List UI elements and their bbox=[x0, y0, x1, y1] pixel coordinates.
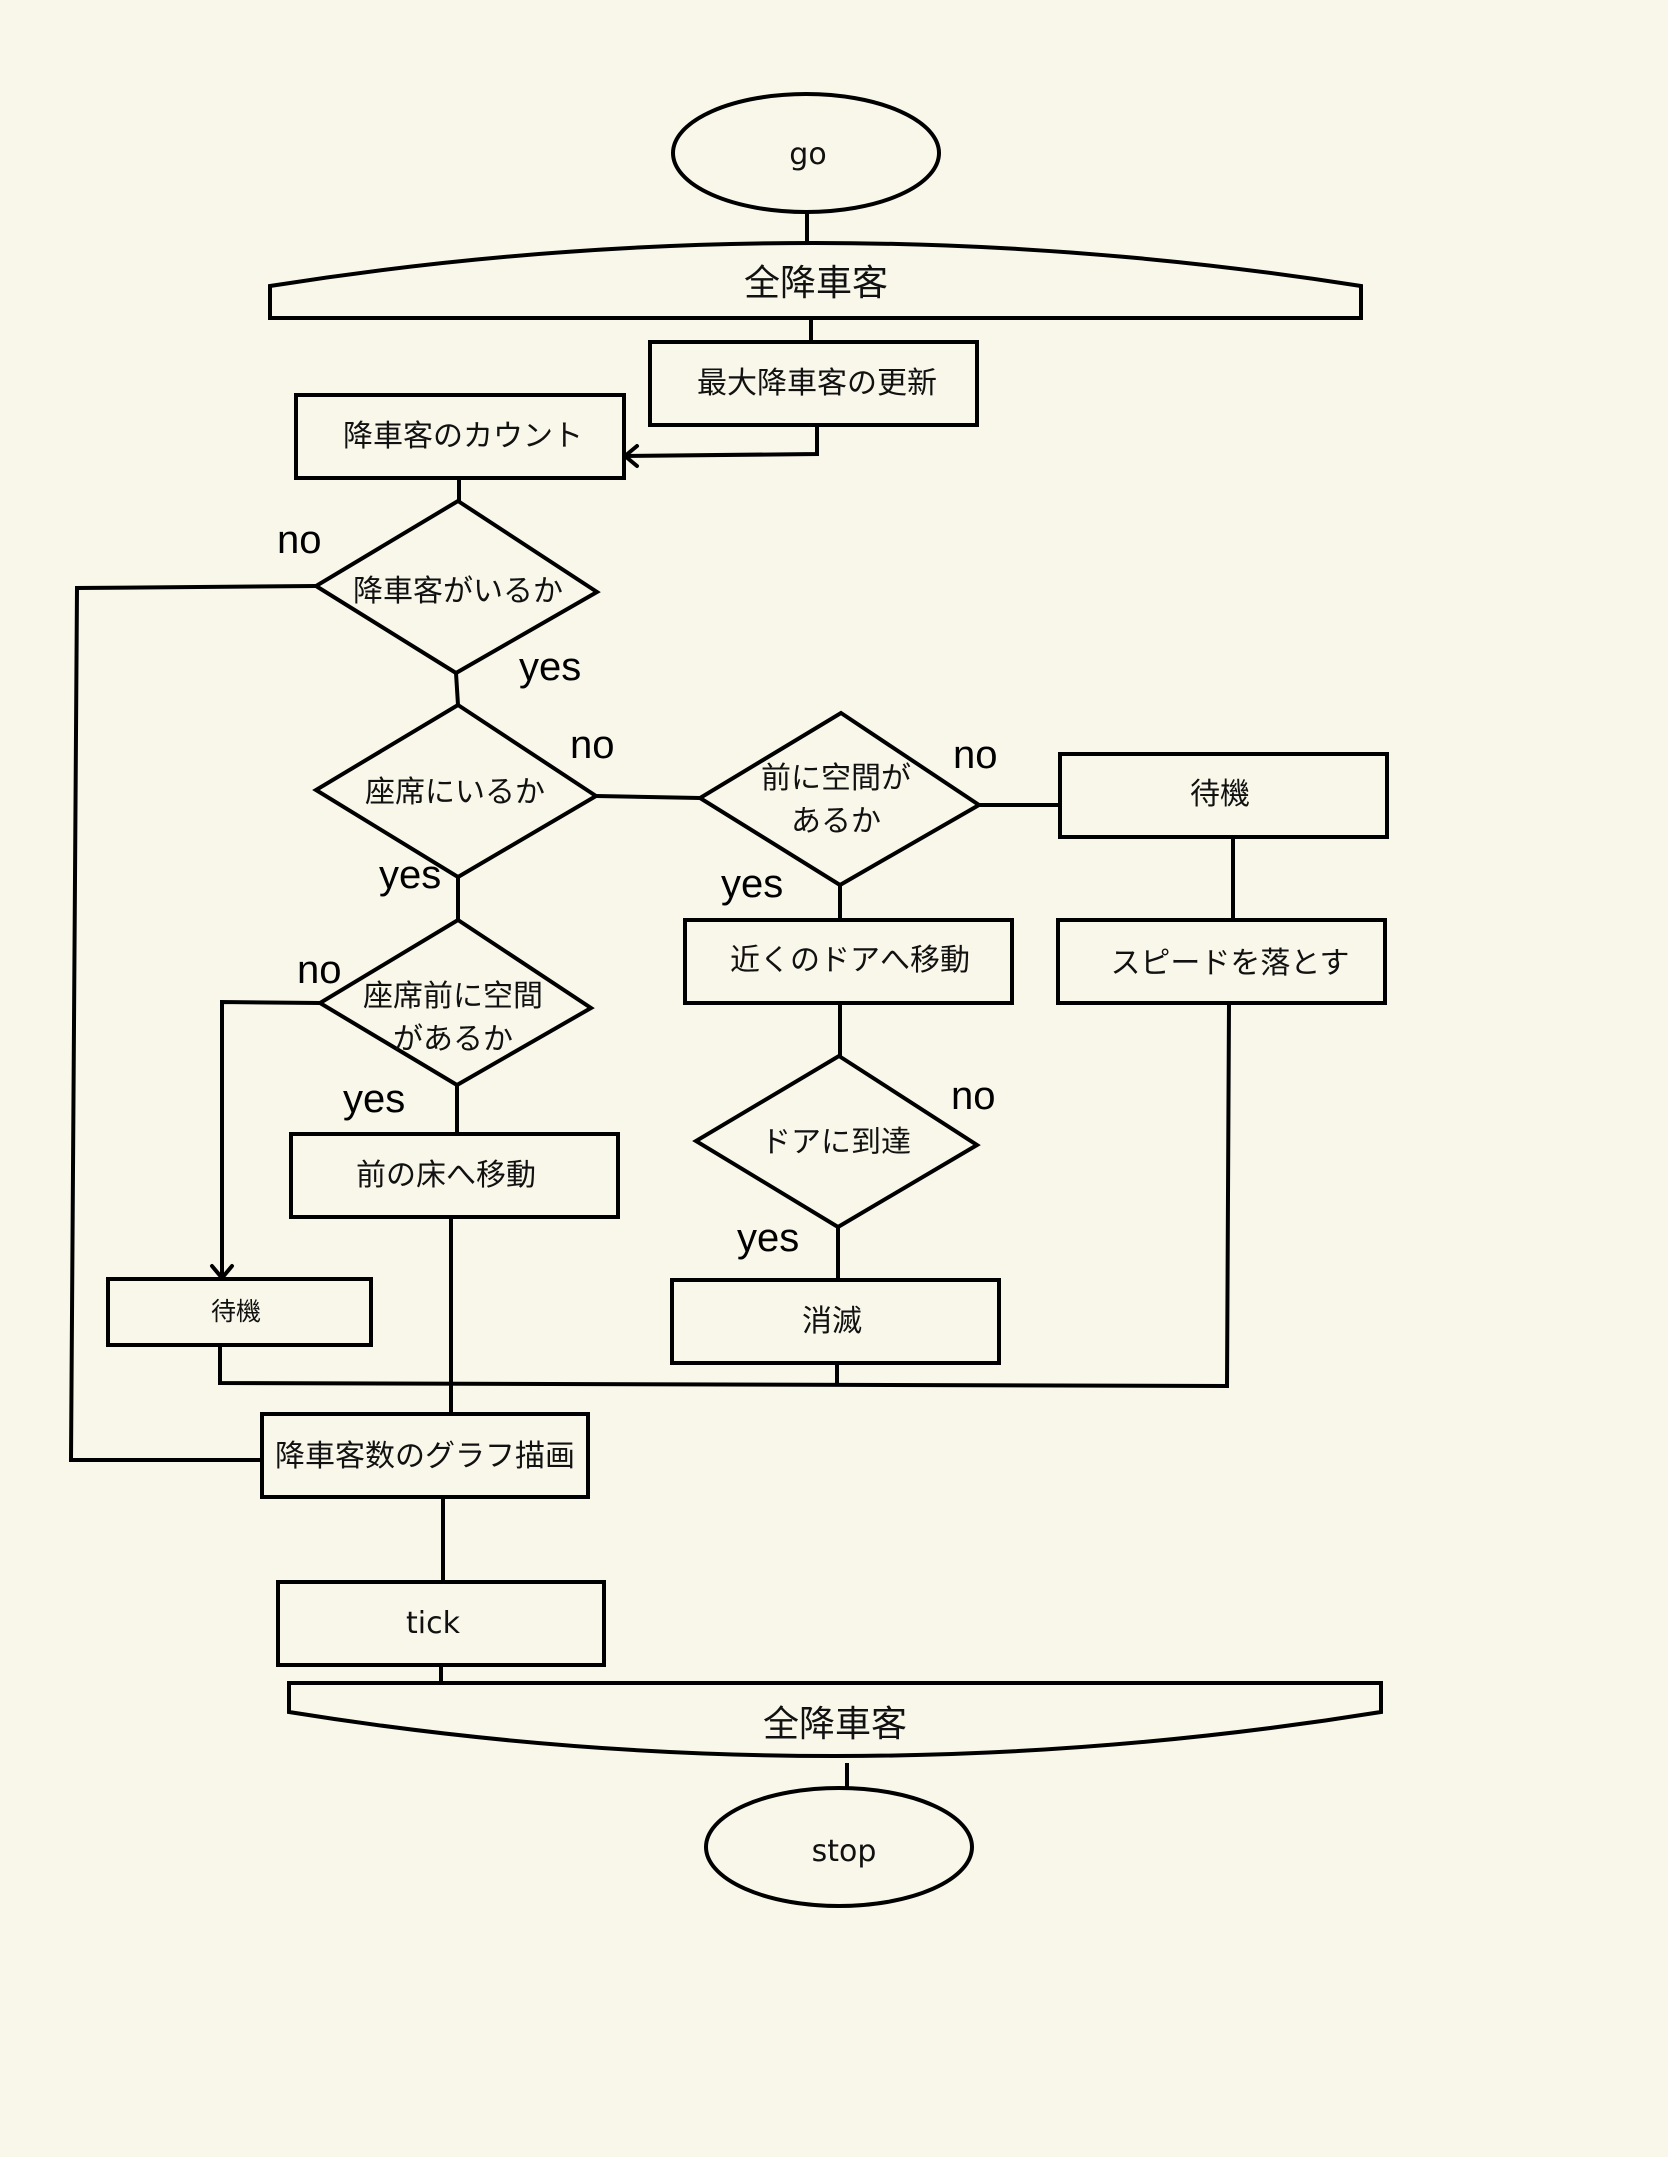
node-has-passenger: 降車客がいるか bbox=[312, 498, 601, 676]
node-wait-left: 待機 bbox=[106, 1277, 373, 1347]
node-move-near-door-label: 近くのドアへ移動 bbox=[730, 943, 970, 978]
node-loop-end-label: 全降車客 bbox=[763, 1704, 907, 1745]
label-space-ahead-yes: yes bbox=[721, 862, 783, 906]
edge-has-no-graph bbox=[68, 584, 317, 1462]
node-wait-right: 待機 bbox=[1058, 752, 1389, 839]
node-loop-end: 全降車客 bbox=[287, 1681, 1383, 1758]
node-go: go bbox=[671, 92, 941, 214]
node-loop-start: 全降車客 bbox=[268, 241, 1363, 320]
label-has-passenger-no: no bbox=[277, 518, 322, 562]
node-update-max: 最大降車客の更新 bbox=[648, 340, 979, 427]
node-space-ahead-label-1: 前に空間が bbox=[761, 761, 911, 796]
node-slow-down: スピードを落とす bbox=[1056, 918, 1387, 1005]
edge-merge-bottom bbox=[218, 1002, 1231, 1389]
edge-labels: no yes no yes no yes no yes no yes bbox=[277, 518, 998, 1260]
node-draw-graph-label: 降車客数のグラフ描画 bbox=[275, 1439, 575, 1474]
label-space-ahead-no: no bbox=[953, 733, 998, 777]
node-tick-label: tick bbox=[406, 1606, 461, 1641]
label-in-seat-yes: yes bbox=[379, 853, 441, 897]
edge-seatspace-no-wait bbox=[220, 999, 321, 1278]
connectors bbox=[68, 212, 1235, 1788]
node-move-front-floor-label: 前の床へ移動 bbox=[356, 1158, 536, 1193]
node-draw-graph: 降車客数のグラフ描画 bbox=[260, 1412, 590, 1499]
node-update-max-label: 最大降車客の更新 bbox=[697, 366, 937, 401]
label-has-passenger-yes: yes bbox=[519, 645, 581, 689]
label-in-seat-no: no bbox=[570, 723, 615, 767]
label-reached-door-no: no bbox=[951, 1074, 996, 1118]
node-count: 降車客のカウント bbox=[294, 393, 626, 480]
node-seat-space-label-1: 座席前に空間 bbox=[363, 979, 543, 1014]
node-wait-right-label: 待機 bbox=[1190, 777, 1250, 812]
node-reached-door-label: ドアに到達 bbox=[761, 1125, 911, 1160]
node-count-label: 降車客のカウント bbox=[343, 419, 583, 454]
node-has-passenger-label: 降車客がいるか bbox=[353, 574, 563, 609]
label-seat-space-yes: yes bbox=[343, 1077, 405, 1121]
node-space-ahead: 前に空間が あるか bbox=[696, 710, 983, 888]
node-move-near-door: 近くのドアへ移動 bbox=[683, 918, 1014, 1005]
label-seat-space-no: no bbox=[297, 948, 342, 992]
node-vanish: 消滅 bbox=[670, 1278, 1001, 1365]
node-go-label: go bbox=[789, 137, 826, 172]
node-reached-door: ドアに到達 bbox=[692, 1053, 981, 1230]
node-wait-left-label: 待機 bbox=[211, 1297, 261, 1326]
edge-seat-no-space bbox=[595, 794, 701, 800]
edge-has-yes-seat bbox=[454, 672, 460, 706]
node-stop: stop bbox=[704, 1786, 974, 1908]
node-tick: tick bbox=[276, 1580, 606, 1667]
node-stop-label: stop bbox=[812, 1834, 877, 1869]
node-vanish-label: 消滅 bbox=[802, 1304, 862, 1339]
node-in-seat: 座席にいるか bbox=[312, 702, 600, 880]
node-seat-space: 座席前に空間 があるか bbox=[316, 917, 595, 1088]
node-space-ahead-label-2: あるか bbox=[791, 804, 881, 839]
label-reached-door-yes: yes bbox=[737, 1216, 799, 1260]
node-seat-space-label-2: があるか bbox=[393, 1022, 513, 1057]
node-slow-down-label: スピードを落とす bbox=[1110, 946, 1349, 981]
node-move-front-floor: 前の床へ移動 bbox=[289, 1132, 620, 1219]
node-in-seat-label: 座席にいるか bbox=[365, 775, 545, 810]
edge-update-count bbox=[624, 425, 819, 458]
node-loop-start-label: 全降車客 bbox=[744, 263, 888, 304]
